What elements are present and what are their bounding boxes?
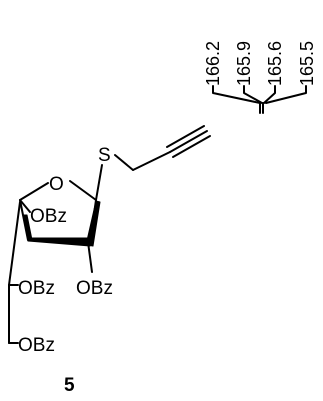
wedge-bonds bbox=[23, 200, 101, 247]
obz-c3-label: OBz bbox=[30, 206, 67, 227]
obz-c2-label: OBz bbox=[76, 278, 113, 299]
nmr-shift-label: 166.2 bbox=[203, 41, 223, 86]
nmr-shift-label: 165.5 bbox=[297, 41, 317, 86]
atom-labels: O S OBz OBz OBz OBz bbox=[18, 145, 113, 356]
obz-c6-label: OBz bbox=[18, 335, 55, 356]
nmr-shift-labels: 166.2 165.9 165.6 165.5 bbox=[203, 41, 317, 86]
nmr-assignment-bracket bbox=[212, 85, 307, 114]
bonds bbox=[8, 125, 211, 344]
compound-number: 5 bbox=[64, 375, 75, 396]
obz-c5-label: OBz bbox=[18, 278, 55, 299]
sulfur-label: S bbox=[98, 145, 111, 166]
nmr-shift-label: 165.6 bbox=[265, 41, 285, 86]
nmr-shift-label: 165.9 bbox=[234, 41, 254, 86]
ring-oxygen-label: O bbox=[49, 174, 64, 195]
